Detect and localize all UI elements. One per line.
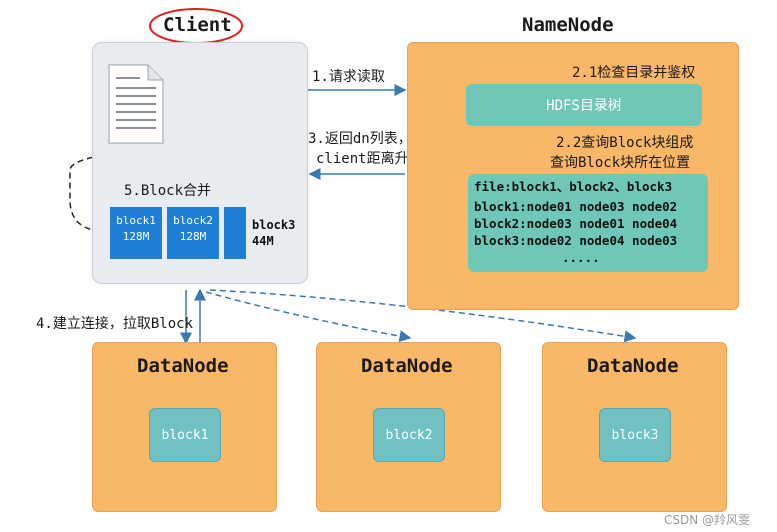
step4-label: 4.建立连接，拉取Block (36, 316, 194, 332)
file-line-4: ..... (562, 250, 600, 265)
step22-label-line2: 查询Block块所在位置 (550, 155, 691, 171)
file-line-3: block3:node02 node04 node03 (474, 233, 678, 248)
file-line-1: block1:node01 node03 node02 (474, 199, 678, 214)
step3-label-line1: 3.返回dn列表，距 (308, 131, 426, 147)
watermark: CSDN @羚风雯 (664, 513, 751, 527)
namenode-title: NameNode (522, 14, 614, 36)
datanode-block-2: block2 (373, 408, 445, 462)
client-block-1: block1 128M (110, 207, 162, 259)
file-block-table: file:block1、block2、block3 block1:node01 … (468, 174, 708, 272)
file-line-2: block2:node03 node01 node04 (474, 216, 678, 231)
client-block-3-bar (224, 207, 246, 259)
client-block-3-name: block3 (252, 218, 296, 232)
datanode-block-1: block1 (149, 408, 221, 462)
hdfs-tree-box: HDFS目录树 (466, 84, 702, 126)
client-block-3-size: 44M (252, 234, 274, 248)
document-icon (108, 64, 164, 144)
datanode-title-3: DataNode (587, 355, 679, 377)
client-block-2: block2 128M (167, 207, 219, 259)
step21-label: 2.1检查目录并鉴权 (572, 65, 696, 81)
client-title: Client (163, 14, 232, 36)
step1-label: 1.请求读取 (312, 69, 385, 85)
hdfs-tree-label: HDFS目录树 (546, 98, 622, 114)
block-merge-label: 5.Block合并 (124, 183, 212, 199)
client-block-2-size: 128M (179, 230, 207, 243)
client-block-3: block3 44M (252, 217, 295, 249)
step3-label-line2: client距离升序 (316, 151, 423, 167)
datanode-title-2: DataNode (361, 355, 453, 377)
step22-label-line1: 2.2查询Block块组成 (556, 135, 694, 151)
client-block-1-name: block1 (116, 214, 156, 227)
client-block-1-size: 128M (122, 230, 150, 243)
file-line-0: file:block1、block2、block3 (474, 179, 673, 194)
datanode-block-3: block3 (599, 408, 671, 462)
client-block-2-name: block2 (173, 214, 213, 227)
arrow-connect-dn2 (205, 291, 412, 343)
datanode-title-1: DataNode (137, 355, 229, 377)
